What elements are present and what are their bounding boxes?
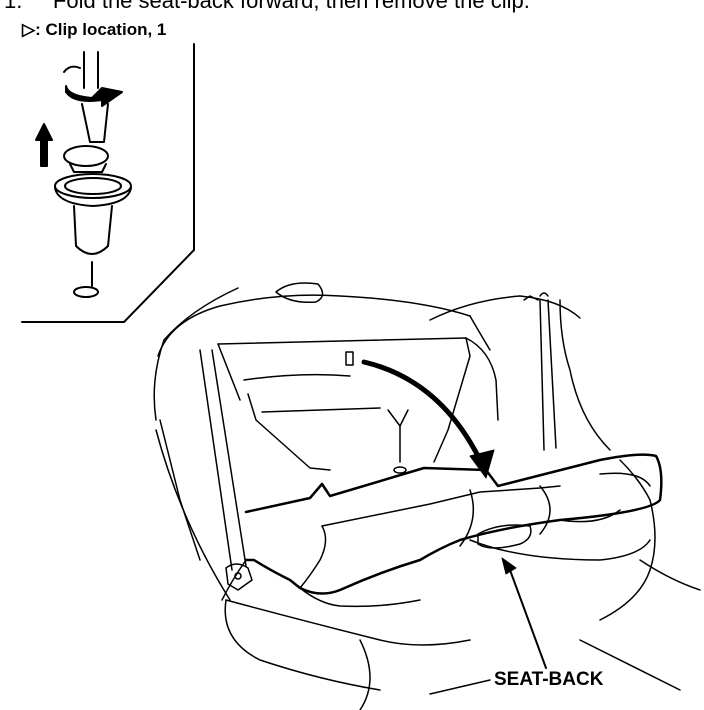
triangle-marker-icon: ▷ [22, 20, 36, 39]
clip-location-text: : Clip location, 1 [35, 20, 167, 39]
instruction-step: 1. Fold the seat-back forward, then remo… [4, 0, 530, 14]
rotate-arrow-icon [65, 85, 123, 107]
car-interior [153, 282, 701, 710]
clip-detail [35, 51, 132, 298]
step-text: Fold the seat-back forward, then remove … [52, 0, 530, 13]
up-arrow-icon [35, 123, 53, 167]
fold-direction-arrow [361, 359, 495, 479]
seat-back-outline [221, 453, 663, 608]
inset-frame [21, 43, 195, 323]
seat-back-label: SEAT-BACK [494, 669, 604, 690]
leader-arrow-icon [501, 557, 517, 575]
clip-location-label: ▷: Clip location, 1 [22, 20, 166, 40]
seat-belts [199, 349, 253, 591]
arrow-head-icon [469, 449, 495, 479]
clip-location-marker [345, 351, 354, 366]
step-number: 1. [4, 0, 23, 13]
seat-back-leader [501, 557, 547, 669]
